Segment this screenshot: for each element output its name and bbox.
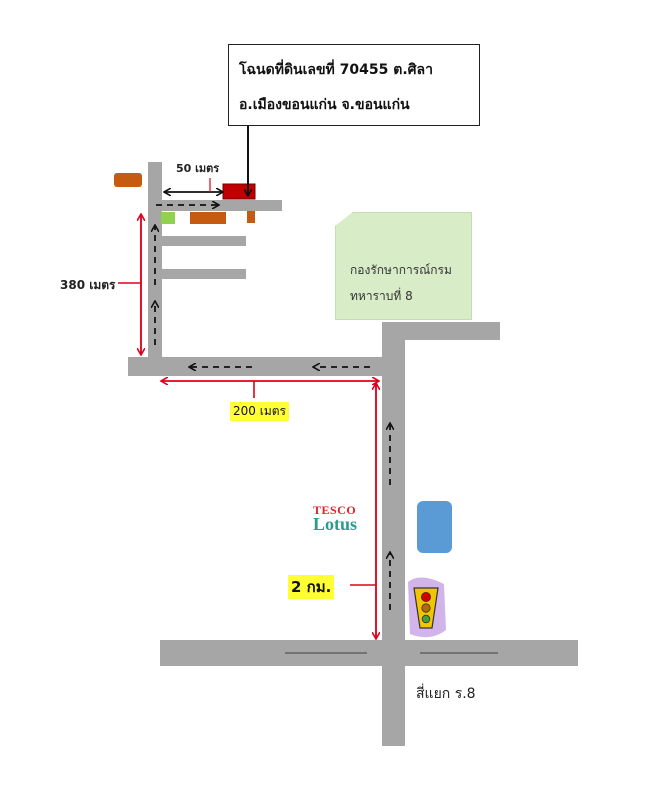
roads <box>128 162 578 746</box>
camp-label-line-2: ทหาราบที่ 8 <box>350 289 413 303</box>
road-side-lane-2 <box>148 269 246 279</box>
store-brand-top: TESCO <box>313 503 357 517</box>
intersection-label: สี่แยก ร.8 <box>416 686 476 702</box>
road-cross-horizontal <box>160 640 578 666</box>
target-plot <box>222 183 256 200</box>
military-camp-area: กองรักษาการณ์กรม ทหาราบที่ 8 <box>335 212 472 320</box>
distance-arrows-red <box>118 215 378 638</box>
distance-label-50m: 50 เมตร <box>176 162 220 175</box>
road-horizontal-200m <box>128 357 405 376</box>
building-orange-1 <box>190 212 202 224</box>
road-soi-vertical <box>148 162 162 372</box>
route-arrows <box>155 205 390 610</box>
address-box: โฉนดที่ดินเลขที่ 70455 ต.ศิลา อ.เมืองขอน… <box>228 44 480 126</box>
building-orange-small <box>247 211 255 223</box>
store-brand-bottom: Lotus <box>313 514 358 534</box>
building-orange-topleft <box>114 173 142 187</box>
traffic-light-icon <box>408 577 446 638</box>
distance-label-380m: 380 เมตร <box>60 278 116 292</box>
road-east-spur <box>382 322 500 340</box>
camp-label-line-1: กองรักษาการณ์กรม <box>350 263 452 277</box>
road-side-lane-1 <box>148 236 246 246</box>
distance-label-200m: 200 เมตร <box>230 402 289 421</box>
tesco-lotus-logo: TESCO Lotus <box>313 503 358 534</box>
building-green <box>161 212 175 224</box>
building-orange-3 <box>214 212 226 224</box>
road-main-vertical <box>382 322 405 746</box>
address-line-1: โฉนดที่ดินเลขที่ 70455 ต.ศิลา <box>239 62 433 78</box>
building-orange-2 <box>202 212 214 224</box>
distance-label-2km: 2 กม. <box>288 575 335 599</box>
address-line-2: อ.เมืองขอนแก่น จ.ขอนแก่น <box>239 97 410 113</box>
building-blue <box>417 501 452 553</box>
